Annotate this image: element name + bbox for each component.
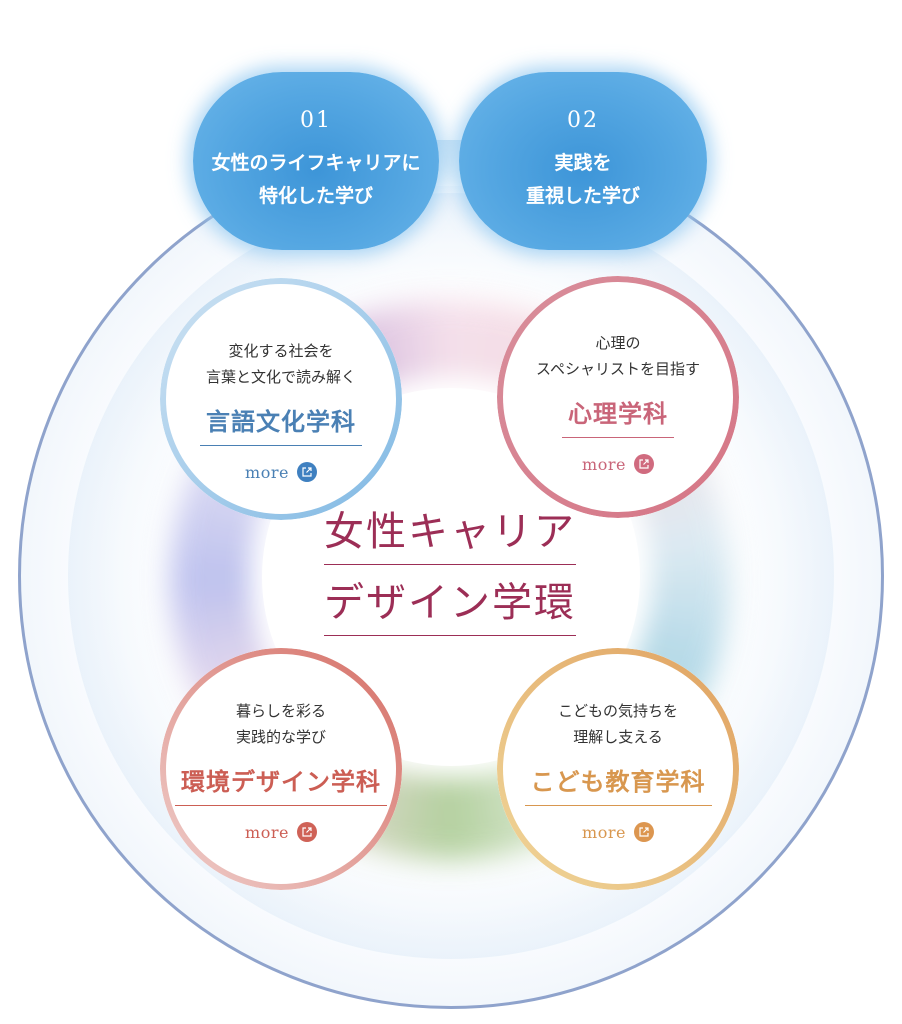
more-link[interactable]: more (497, 454, 739, 474)
pillar-text: 女性のライフキャリアに 特化した学び (211, 152, 421, 207)
dept-tagline: 暮らしを彩る 実践的な学び (235, 702, 326, 746)
external-link-icon (633, 822, 654, 842)
pillar-02: 02 実践を 重視した学び (459, 72, 707, 250)
pillar-number: 01 (300, 108, 332, 133)
pillar-text: 実践を 重視した学び (525, 152, 640, 207)
center-title-line2: デザイン学環 (324, 581, 576, 636)
dept-name: 環境デザイン学科 (175, 754, 387, 806)
more-label: more (245, 823, 289, 842)
dept-name: 言語文化学科 (200, 394, 362, 446)
dept-tagline: こどもの気持ちを 理解し支える (557, 702, 678, 746)
more-link[interactable]: more (160, 822, 402, 842)
external-link-icon (296, 822, 317, 842)
more-label: more (245, 463, 289, 482)
external-link-icon (633, 454, 654, 474)
dept-name: こども教育学科 (524, 754, 712, 806)
dept-name: 心理学科 (562, 386, 674, 438)
dept-tagline: 心理の スペシャリストを目指す (536, 334, 700, 378)
more-link[interactable]: more (497, 822, 739, 842)
more-label: more (582, 823, 626, 842)
pillar-01: 01 女性のライフキャリアに 特化した学び (193, 72, 439, 250)
more-label: more (582, 455, 626, 474)
center-title: 女性キャリア デザイン学環 (300, 510, 600, 652)
more-link[interactable]: more (160, 462, 402, 482)
center-title-line1: 女性キャリア (324, 510, 576, 565)
pillar-number: 02 (567, 108, 599, 133)
external-link-icon (296, 462, 317, 482)
dept-children-education[interactable]: こどもの気持ちを 理解し支える こども教育学科 more (497, 648, 739, 890)
dept-environment-design[interactable]: 暮らしを彩る 実践的な学び 環境デザイン学科 more (160, 648, 402, 890)
dept-language-culture[interactable]: 変化する社会を 言葉と文化で読み解く 言語文化学科 more (160, 278, 402, 520)
dept-tagline: 変化する社会を 言葉と文化で読み解く (205, 342, 356, 386)
dept-psychology[interactable]: 心理の スペシャリストを目指す 心理学科 more (497, 276, 739, 518)
